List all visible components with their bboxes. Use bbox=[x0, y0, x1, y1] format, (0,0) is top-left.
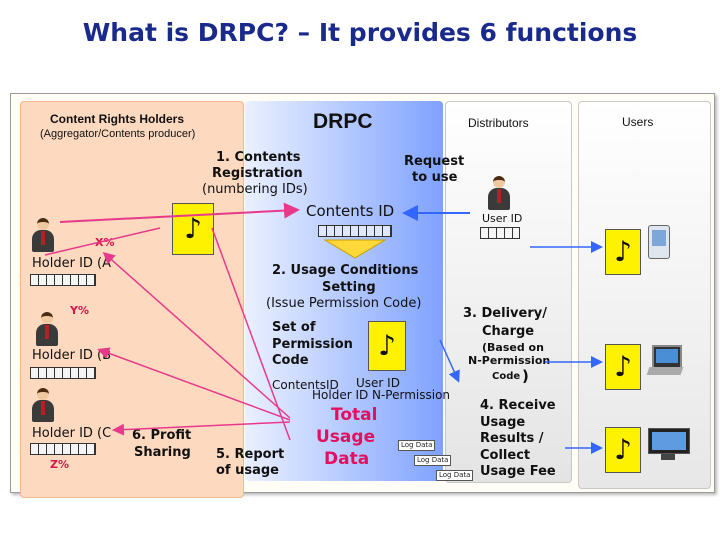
users-label: Users bbox=[622, 115, 654, 129]
based-on-line3: Code bbox=[492, 371, 521, 382]
music-note-icon: ♪ bbox=[172, 203, 214, 255]
person-icon bbox=[30, 218, 56, 252]
users-panel bbox=[578, 101, 711, 489]
person-icon bbox=[34, 312, 60, 346]
laptop-icon bbox=[646, 345, 684, 381]
step2-line2: Setting bbox=[322, 280, 376, 295]
log-data-tag: Log Data bbox=[414, 455, 452, 466]
step2-line1: 2. Usage Conditions bbox=[272, 263, 419, 278]
distributor-user-id-label: User ID bbox=[482, 212, 523, 225]
holder-id-small: Holder ID bbox=[312, 388, 369, 402]
step1-line3: (numbering IDs) bbox=[202, 182, 308, 197]
step6-line1: 6. Profit bbox=[132, 428, 192, 443]
log-data-tag: Log Data bbox=[436, 470, 474, 481]
music-note-icon: ♪ bbox=[605, 229, 641, 275]
log-data-tag: Log Data bbox=[398, 440, 436, 451]
distributors-label: Distributors bbox=[468, 116, 529, 130]
person-icon bbox=[30, 388, 56, 422]
step3-line2: Charge bbox=[482, 324, 535, 339]
user-id-bar bbox=[480, 227, 520, 239]
step4-line2: Usage bbox=[480, 415, 526, 430]
user-id-small: User ID bbox=[356, 376, 400, 390]
holder-b-id-bar bbox=[30, 367, 96, 379]
holder-b-label: Holder ID (B bbox=[32, 348, 112, 363]
step4-line3: Results / bbox=[480, 431, 544, 446]
contents-id-bar bbox=[318, 225, 392, 237]
total-usage-line3: Data bbox=[324, 449, 370, 469]
holder-a-label: Holder ID (A bbox=[32, 256, 112, 271]
n-permission-small: N-Permission bbox=[372, 388, 451, 402]
holder-c-id-bar bbox=[30, 443, 96, 455]
permission-line2: Permission bbox=[272, 337, 353, 352]
based-on-line1: (Based on bbox=[482, 341, 544, 354]
aggregator-label: (Aggregator/Contents producer) bbox=[40, 128, 196, 140]
step4-line1: 4. Receive bbox=[480, 398, 556, 413]
step4-line5: Usage Fee bbox=[480, 464, 556, 479]
music-note-icon: ♪ bbox=[605, 344, 641, 390]
drpc-label: DRPC bbox=[313, 110, 373, 133]
holder-c-share: Z% bbox=[50, 458, 69, 471]
holder-a-share: X% bbox=[95, 236, 115, 249]
page-title: What is DRPC? – It provides 6 functions bbox=[82, 18, 638, 47]
person-icon bbox=[486, 176, 512, 210]
step2-line3: (Issue Permission Code) bbox=[266, 296, 422, 311]
request-line1: Request bbox=[404, 154, 465, 169]
step1-line2: Registration bbox=[212, 166, 303, 181]
based-on-paren: ) bbox=[522, 367, 529, 385]
request-line2: to use bbox=[412, 170, 458, 185]
tv-icon bbox=[648, 428, 690, 460]
permission-line3: Code bbox=[272, 353, 309, 368]
step5-line1: 5. Report bbox=[216, 447, 285, 462]
distributors-panel bbox=[445, 101, 572, 483]
total-usage-line2: Usage bbox=[316, 427, 376, 447]
holder-a-id-bar bbox=[30, 274, 96, 286]
holder-b-share: Y% bbox=[70, 304, 89, 317]
permission-line1: Set of bbox=[272, 320, 316, 335]
step5-line2: of usage bbox=[216, 463, 280, 478]
content-rights-holders-label: Content Rights Holders bbox=[50, 112, 184, 126]
pda-icon bbox=[648, 225, 670, 259]
contents-id-label: Contents ID bbox=[306, 202, 395, 220]
step4-line4: Collect bbox=[480, 448, 531, 463]
step6-line2: Sharing bbox=[134, 445, 191, 460]
step1-line1: 1. Contents bbox=[216, 150, 301, 165]
step3-line1: 3. Delivery/ bbox=[463, 306, 547, 321]
music-note-icon: ♪ bbox=[605, 427, 641, 473]
holder-c-label: Holder ID (C bbox=[32, 426, 112, 441]
based-on-line2: N-Permission bbox=[468, 354, 551, 367]
music-note-icon: ♪ bbox=[368, 321, 406, 371]
total-usage-line1: Total bbox=[331, 405, 378, 425]
